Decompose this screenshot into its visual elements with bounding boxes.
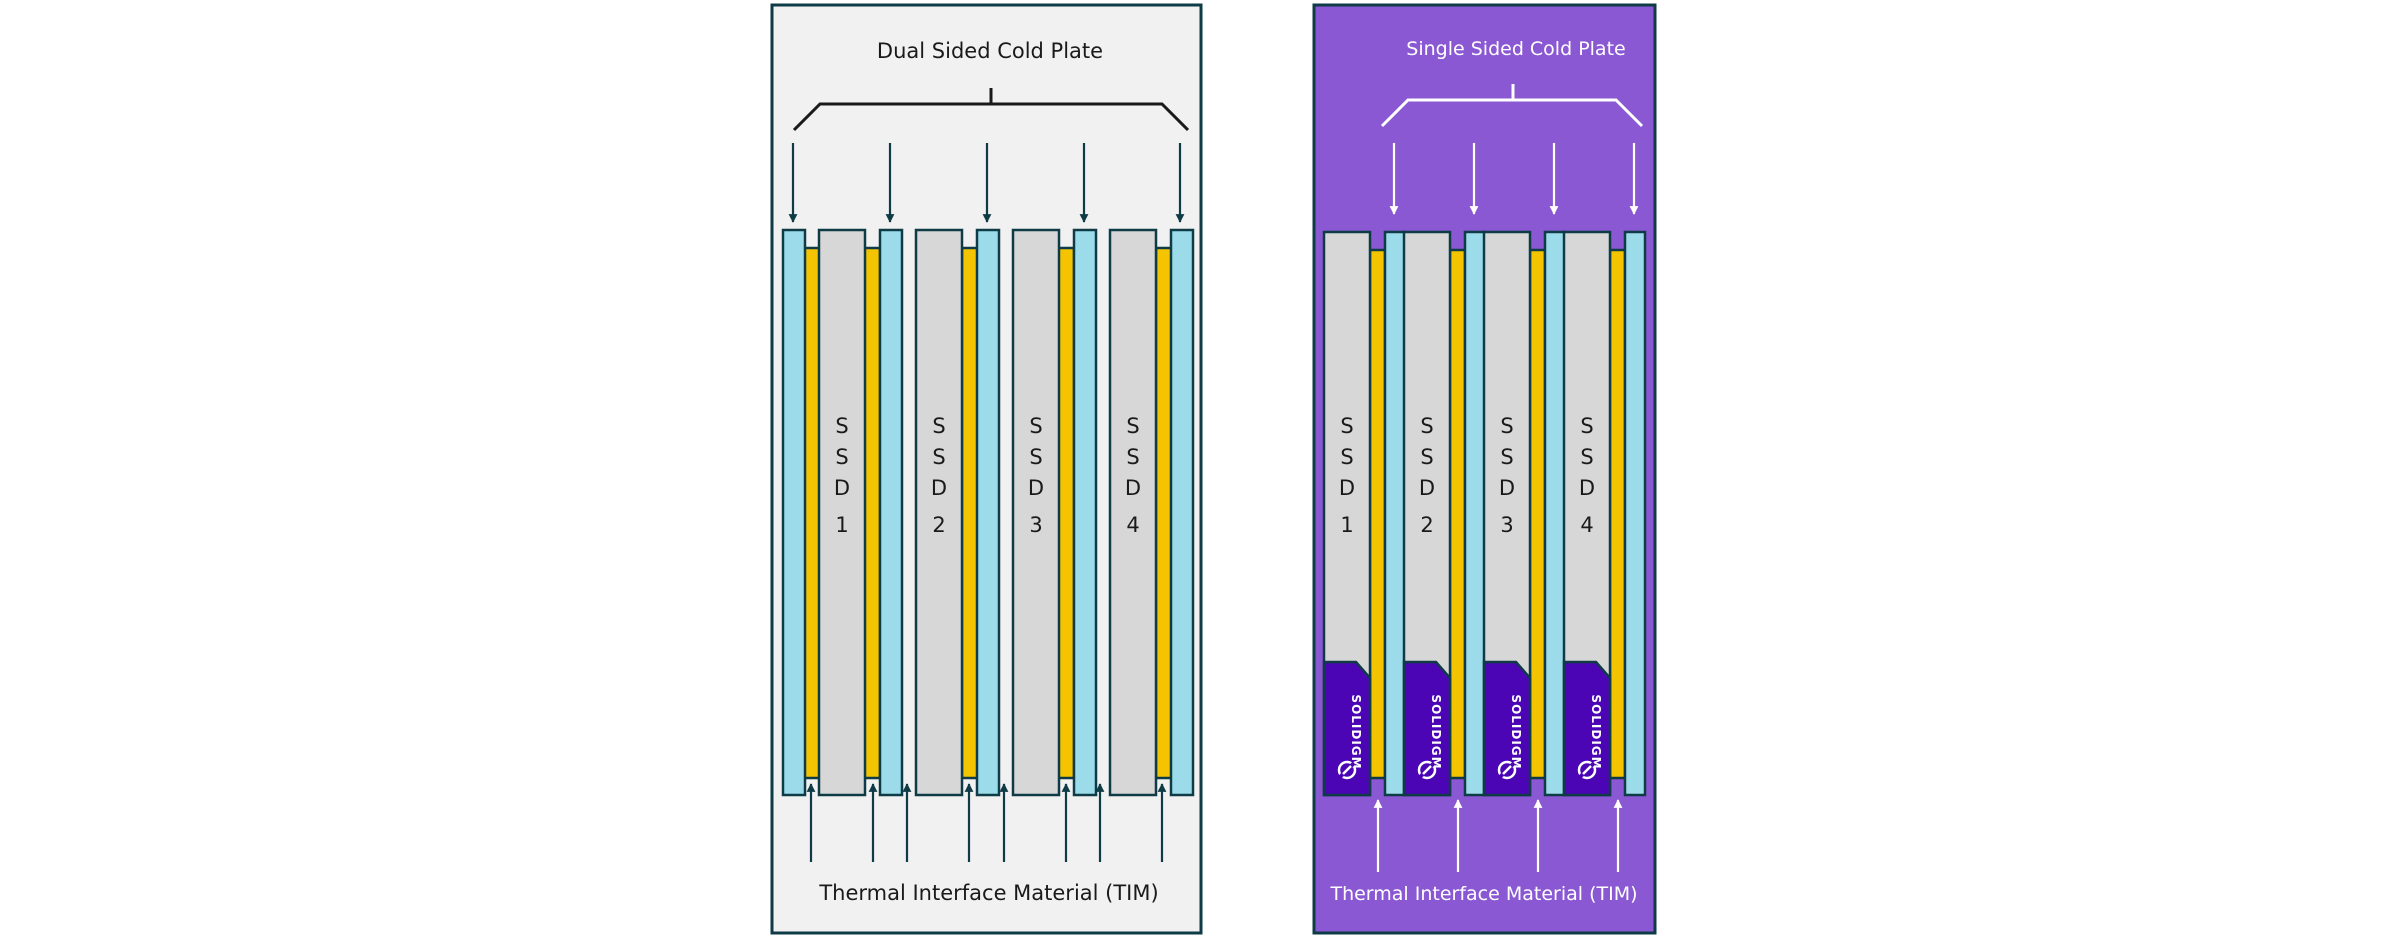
- brand-wordmark: SOLIDIGM: [1509, 694, 1523, 769]
- dual-ssd-1-label-char: S: [835, 445, 848, 469]
- dual-cold-plate: [781, 228, 807, 797]
- dual-ssd-2: [914, 228, 964, 797]
- single-ssd-1-label-char: S: [1340, 414, 1353, 438]
- dual-ssd-1-label-char: D: [834, 476, 850, 500]
- dual-ssd-3-label-char: S: [1029, 414, 1042, 438]
- single-cold-plate: [1463, 230, 1487, 797]
- dual-ssd-4-label-char: 4: [1126, 513, 1139, 537]
- single-title: Single Sided Cold Plate: [1406, 38, 1625, 60]
- single-ssd-4-label-char: S: [1580, 414, 1593, 438]
- dual-cold-plate: [878, 228, 904, 797]
- single-cold-plate-arrows: [1389, 143, 1639, 215]
- solidigm-logo-icon: [1417, 760, 1437, 780]
- solidigm-logo-icon: [1497, 760, 1517, 780]
- dual-tim-label: Thermal Interface Material (TIM): [818, 881, 1158, 905]
- brand-tag-background: [1562, 660, 1612, 797]
- brand-tag-background: [1322, 660, 1372, 797]
- single-bracket: [1380, 84, 1644, 128]
- dual-cold-plate-arrows: [788, 143, 1185, 223]
- dual-ssd-4-label-char: S: [1126, 414, 1139, 438]
- single-ssd-2-label-char: S: [1420, 414, 1433, 438]
- dual-ssd-4: [1108, 228, 1158, 797]
- single-sided-panel: Single Sided Cold Plate SSD1SOLIDIGMSSD2…: [1312, 3, 1657, 935]
- solidigm-logo-icon: [1577, 760, 1597, 780]
- single-ssd-1-label-char: S: [1340, 445, 1353, 469]
- dual-ssd-4-label-char: D: [1125, 476, 1141, 500]
- single-ssd-4-label-char: 4: [1580, 513, 1593, 537]
- single-plate-stack: SSD1SOLIDIGMSSD2SOLIDIGMSSD3SOLIDIGMSSD4…: [1322, 230, 1647, 797]
- dual-ssd-2-label-char: D: [931, 476, 947, 500]
- single-cold-plate: [1623, 230, 1647, 797]
- single-cold-plate: [1543, 230, 1567, 797]
- brand-tag-background: [1402, 660, 1452, 797]
- single-ssd-2-label-char: 2: [1420, 513, 1433, 537]
- single-ssd-3-brand-tag: SOLIDIGM: [1482, 660, 1532, 797]
- single-tim-strip: [1368, 248, 1387, 780]
- dual-ssd-3: [1011, 228, 1061, 797]
- single-ssd-2-brand-tag: SOLIDIGM: [1402, 660, 1452, 797]
- dual-tim-strip: [1056, 246, 1076, 780]
- dual-ssd-4-label-char: S: [1126, 445, 1139, 469]
- single-tim-arrows: [1373, 799, 1623, 872]
- dual-cold-plate: [975, 228, 1001, 797]
- dual-ssd-3-label-char: 3: [1029, 513, 1042, 537]
- dual-ssd-1: [817, 228, 867, 797]
- dual-tim-strip: [802, 246, 822, 780]
- dual-tim-strip: [862, 246, 882, 780]
- dual-cold-plate: [1169, 228, 1195, 797]
- solidigm-logo-icon: [1337, 760, 1357, 780]
- brand-wordmark: SOLIDIGM: [1349, 694, 1363, 769]
- dual-tim-strip: [960, 246, 980, 780]
- single-ssd-4-label-char: D: [1579, 476, 1595, 500]
- dual-tim-arrows: [806, 783, 1167, 862]
- dual-title: Dual Sided Cold Plate: [877, 39, 1103, 63]
- single-ssd-4-brand-tag: SOLIDIGM: [1562, 660, 1612, 797]
- dual-cold-plate: [1072, 228, 1098, 797]
- dual-ssd-2-label-char: S: [932, 445, 945, 469]
- single-cold-plate: [1383, 230, 1407, 797]
- brand-wordmark: SOLIDIGM: [1589, 694, 1603, 769]
- single-ssd-4-label-char: S: [1580, 445, 1593, 469]
- dual-ssd-1-label-char: 1: [835, 513, 848, 537]
- brand-wordmark: SOLIDIGM: [1429, 694, 1443, 769]
- single-ssd-3-label-char: D: [1499, 476, 1515, 500]
- dual-tim-strip: [1154, 246, 1174, 780]
- single-ssd-3-label-char: 3: [1500, 513, 1513, 537]
- single-ssd-2-label-char: S: [1420, 445, 1433, 469]
- single-tim-strip: [1608, 248, 1627, 780]
- dual-bracket: [792, 88, 1190, 132]
- single-ssd-1-label-char: D: [1339, 476, 1355, 500]
- single-ssd-2-label-char: D: [1419, 476, 1435, 500]
- dual-ssd-2-label-char: 2: [932, 513, 945, 537]
- single-ssd-1-brand-tag: SOLIDIGM: [1322, 660, 1372, 797]
- single-ssd-3-label-char: S: [1500, 414, 1513, 438]
- single-ssd-3-label-char: S: [1500, 445, 1513, 469]
- brand-tag-background: [1482, 660, 1532, 797]
- single-tim-strip: [1448, 248, 1467, 780]
- dual-ssd-1-label-char: S: [835, 414, 848, 438]
- single-tim-strip: [1528, 248, 1547, 780]
- dual-ssd-3-label-char: S: [1029, 445, 1042, 469]
- dual-ssd-3-label-char: D: [1028, 476, 1044, 500]
- single-tim-label: Thermal Interface Material (TIM): [1329, 883, 1637, 905]
- single-ssd-1-label-char: 1: [1340, 513, 1353, 537]
- dual-ssd-2-label-char: S: [932, 414, 945, 438]
